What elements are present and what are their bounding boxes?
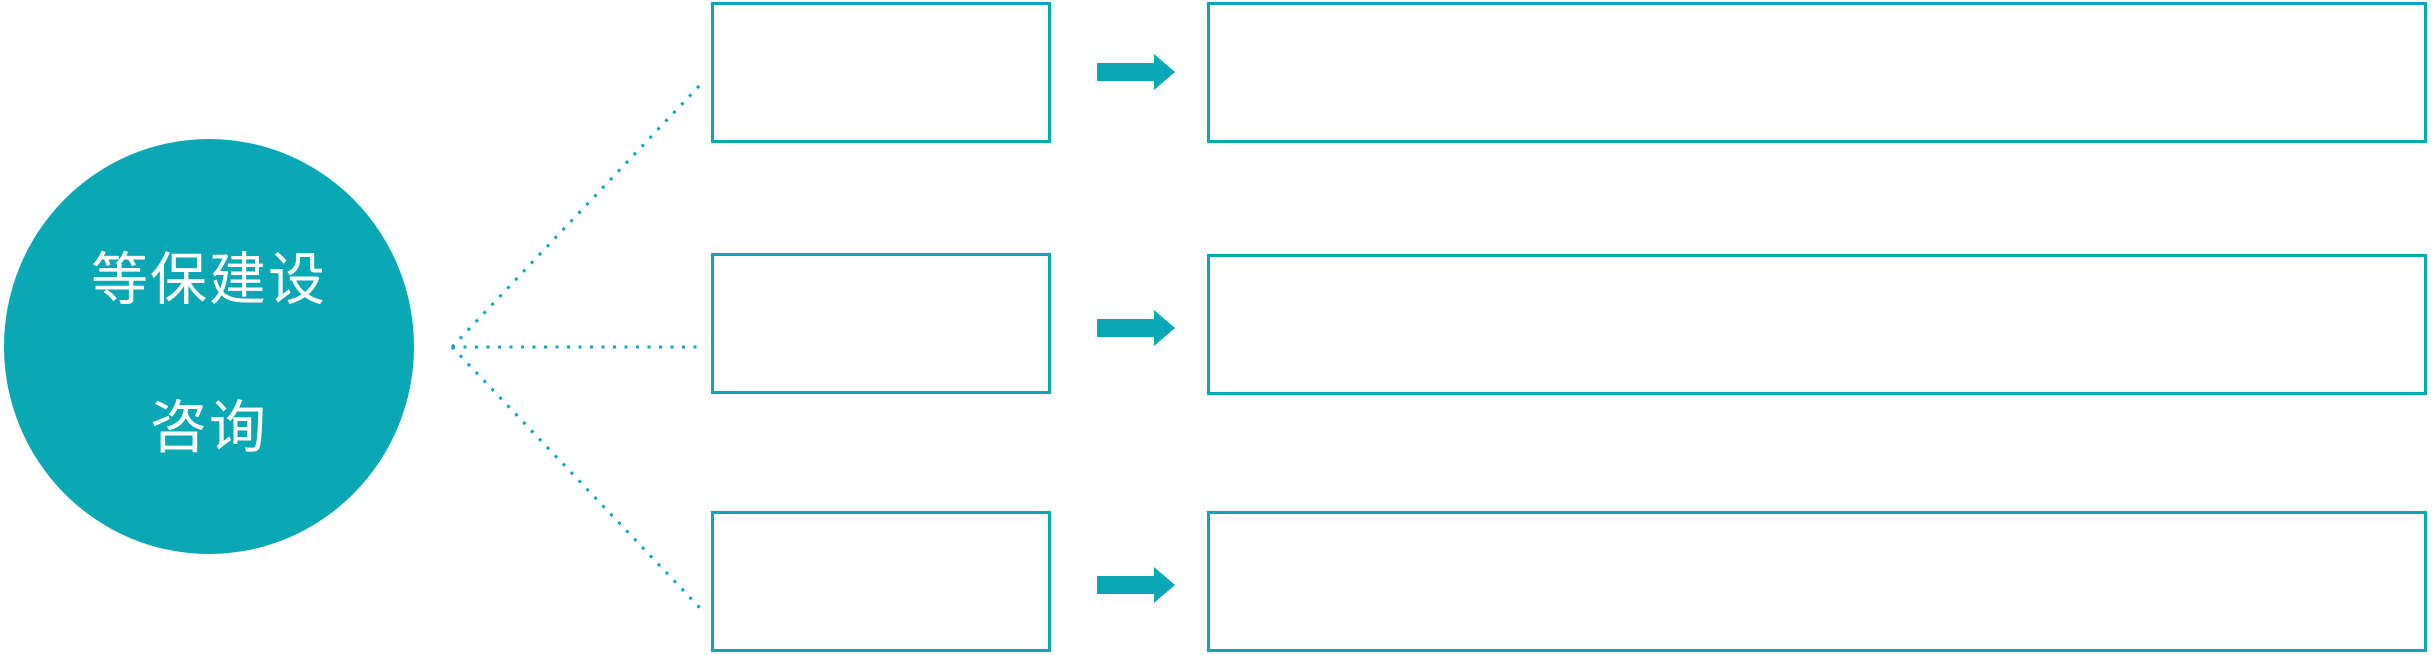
right-arrow-icon — [1097, 54, 1175, 90]
connector-line-top — [450, 83, 702, 349]
right-arrow-icon — [1097, 567, 1175, 603]
hub-circle: 等保建设 咨询 — [4, 139, 414, 554]
branch-box-3 — [711, 511, 1051, 652]
branch-box-2 — [711, 253, 1051, 394]
detail-box-3 — [1207, 511, 2427, 652]
hub-title-line2: 咨询 — [150, 394, 268, 461]
connector-line-bottom — [450, 345, 702, 610]
detail-box-1 — [1207, 2, 2427, 143]
hub-title-line1: 等保建设 — [91, 246, 327, 313]
right-arrow-icon — [1097, 310, 1175, 346]
detail-box-2 — [1207, 254, 2427, 395]
branch-box-1 — [711, 2, 1051, 143]
hub-title: 等保建设 咨询 — [91, 229, 327, 465]
